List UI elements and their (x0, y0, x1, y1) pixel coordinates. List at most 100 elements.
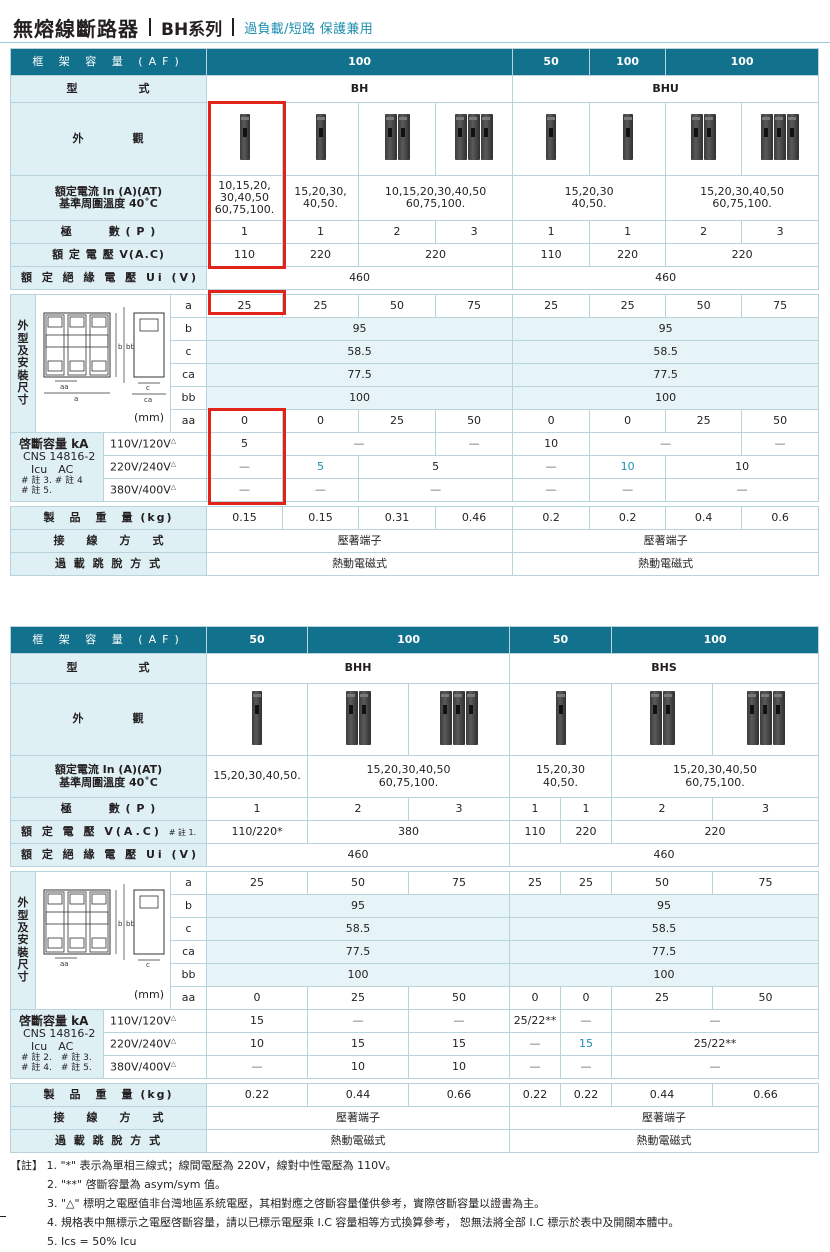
footnote-item: 2. "**" 啓斷容量為 asym/sym 值。 (47, 1178, 226, 1191)
ka-label: 啓斷容量 kA CNS 14816-2 Icu AC # 註 2. # 註 3.… (10, 1009, 104, 1079)
poles-value: 3 (435, 220, 514, 244)
ka-value: 15 (560, 1032, 613, 1056)
breaker-3p-icon (741, 102, 820, 176)
af-value: 100 (206, 48, 514, 76)
rated-voltage-value: 220 (560, 820, 613, 844)
ka-value: — (512, 455, 591, 479)
voltage-row-label: 220V/240V△ (102, 455, 208, 479)
poles-value: 2 (611, 797, 714, 821)
connection-value: 壓著端子 (206, 529, 514, 553)
rated-voltage-value: 220 (589, 243, 667, 267)
rated-current-label-line: 額定電流 In (A)(AT) (54, 763, 163, 777)
appearance-label: 外 觀 (9, 683, 208, 756)
dim-bb-value: 100 (512, 386, 820, 410)
breaker-1p-icon (282, 102, 360, 176)
connection-label: 接 線 方 式 (9, 529, 208, 553)
dim-a-value: 50 (611, 871, 714, 895)
page-header: 無熔線斷路器 BH系列 過負載/短路 保護兼用 (13, 12, 373, 42)
dim-a-value: 75 (741, 294, 820, 318)
af-value: 100 (307, 626, 511, 654)
ka-value: — (665, 478, 820, 502)
mm-unit: (mm) (133, 988, 164, 1002)
svg-text:bb: bb (126, 343, 135, 351)
ka-value: — (589, 432, 743, 456)
weight-value: 0.44 (307, 1083, 410, 1107)
dim-a-value: 75 (408, 871, 511, 895)
svg-text:aa: aa (60, 960, 69, 968)
margin-mark (0, 1216, 6, 1217)
connection-value: 壓著端子 (512, 529, 820, 553)
dim-aa-value: 0 (589, 409, 667, 433)
dim-key: c (169, 340, 208, 364)
dim-aa-value: 50 (712, 986, 820, 1010)
trip-label: 過 載 跳 脫 方 式 (9, 1129, 208, 1153)
connection-value: 壓著端子 (509, 1106, 820, 1130)
dim-aa-value: 0 (206, 409, 284, 433)
af-value: 50 (509, 626, 613, 654)
dim-key: ca (169, 940, 208, 964)
ka-value: — (282, 478, 360, 502)
dim-row-aa: aa 0 0 25 50 0 0 25 50 (11, 409, 820, 433)
breaker-1p-icon (512, 102, 591, 176)
breaker-2p-icon (665, 102, 743, 176)
dim-row-aa: aa 0 25 50 0 0 25 50 (11, 986, 820, 1010)
dim-ca-value: 77.5 (206, 940, 511, 964)
trip-value: 熱動電磁式 (512, 552, 820, 576)
header-rule (0, 42, 830, 43)
connection-value: 壓著端子 (206, 1106, 511, 1130)
appearance-row: 外 觀 (9, 683, 820, 756)
rated-current-label-line: 額定電流 In (A)(AT) (54, 184, 163, 198)
breaker-1p-icon (509, 683, 613, 756)
insulation-label: 額 定 絕 緣 電 壓 Ui (V) (9, 843, 208, 867)
voltage-row-label: 110V/120V△ (102, 432, 208, 456)
poles-value: 1 (206, 797, 309, 821)
dim-a-value: 50 (307, 871, 410, 895)
connection-row: 接 線 方 式 壓著端子 壓著端子 (9, 1106, 820, 1130)
ka-value: — (206, 455, 284, 479)
dim-key: aa (169, 986, 208, 1010)
insulation-value: 460 (512, 266, 820, 290)
rated-voltage-label: 額 定 電 壓 V(A.C) (9, 243, 208, 267)
af-value: 100 (665, 48, 820, 76)
rated-current-value: 15,20,30,40,50 60,75,100. (665, 175, 820, 221)
appearance-row: 外 觀 (9, 102, 820, 176)
rated-current-value: 15,20,30,40,50 60,75,100. (611, 755, 820, 798)
af-label: 框 架 容 量 (AF) (9, 626, 208, 654)
weight-value: 0.4 (665, 506, 743, 530)
weight-value: 0.46 (435, 506, 514, 530)
header-tagline: 過負載/短路 保護兼用 (244, 21, 373, 37)
poles-value: 1 (589, 220, 667, 244)
ka-value: — (206, 1055, 309, 1079)
footnote-item: 【註】 1. "*" 表示為單相三線式；線間電壓為 220V，線對中性電壓為 1… (10, 1159, 397, 1172)
dim-a-value: 25 (206, 871, 309, 895)
weight-label: 製 品 重 量 (kg) (9, 1083, 208, 1107)
af-value: 50 (512, 48, 591, 76)
dim-aa-value: 50 (741, 409, 820, 433)
insulation-value: 460 (509, 843, 820, 867)
dim-aa-value: 50 (435, 409, 514, 433)
dim-row-c: c 58.5 58.5 (11, 917, 820, 941)
ka-title: 啓斷容量 kA (19, 436, 89, 451)
ka-row-220: 220V/240V△ — 5 5 — 10 10 (11, 455, 820, 479)
ka-row-380: 380V/400V△ — — — — — — (11, 478, 820, 502)
trip-label: 過 載 跳 脫 方 式 (9, 552, 208, 576)
ka-notes: # 註 2. # 註 3. (21, 1052, 92, 1063)
weight-row: 製 品 重 量 (kg) 0.22 0.44 0.66 0.22 0.22 0.… (9, 1083, 820, 1107)
dim-row-b: b 95 95 (11, 894, 820, 918)
breaker-2p-icon (611, 683, 714, 756)
rated-voltage-value: 380 (307, 820, 511, 844)
poles-value: 1 (509, 797, 562, 821)
dim-ca-value: 77.5 (509, 940, 820, 964)
dim-b-value: 95 (206, 317, 514, 341)
dim-key: b (169, 894, 208, 918)
model-label: 型 式 (9, 653, 208, 684)
breaker-1p-icon (589, 102, 667, 176)
dim-a-value: 75 (435, 294, 514, 318)
dim-bb-value: 100 (509, 963, 820, 987)
dimension-diagram-svg: b bb aa a c ca (43, 306, 166, 404)
page-title: 無熔線斷路器 (13, 16, 139, 41)
ka-label: 啓斷容量 kA CNS 14816-2 Icu AC # 註 3. # 註 4 … (10, 432, 104, 502)
voltage-row-label: 380V/400V△ (102, 478, 208, 502)
breaker-1p-icon (206, 102, 284, 176)
ka-value: — (509, 1032, 562, 1056)
